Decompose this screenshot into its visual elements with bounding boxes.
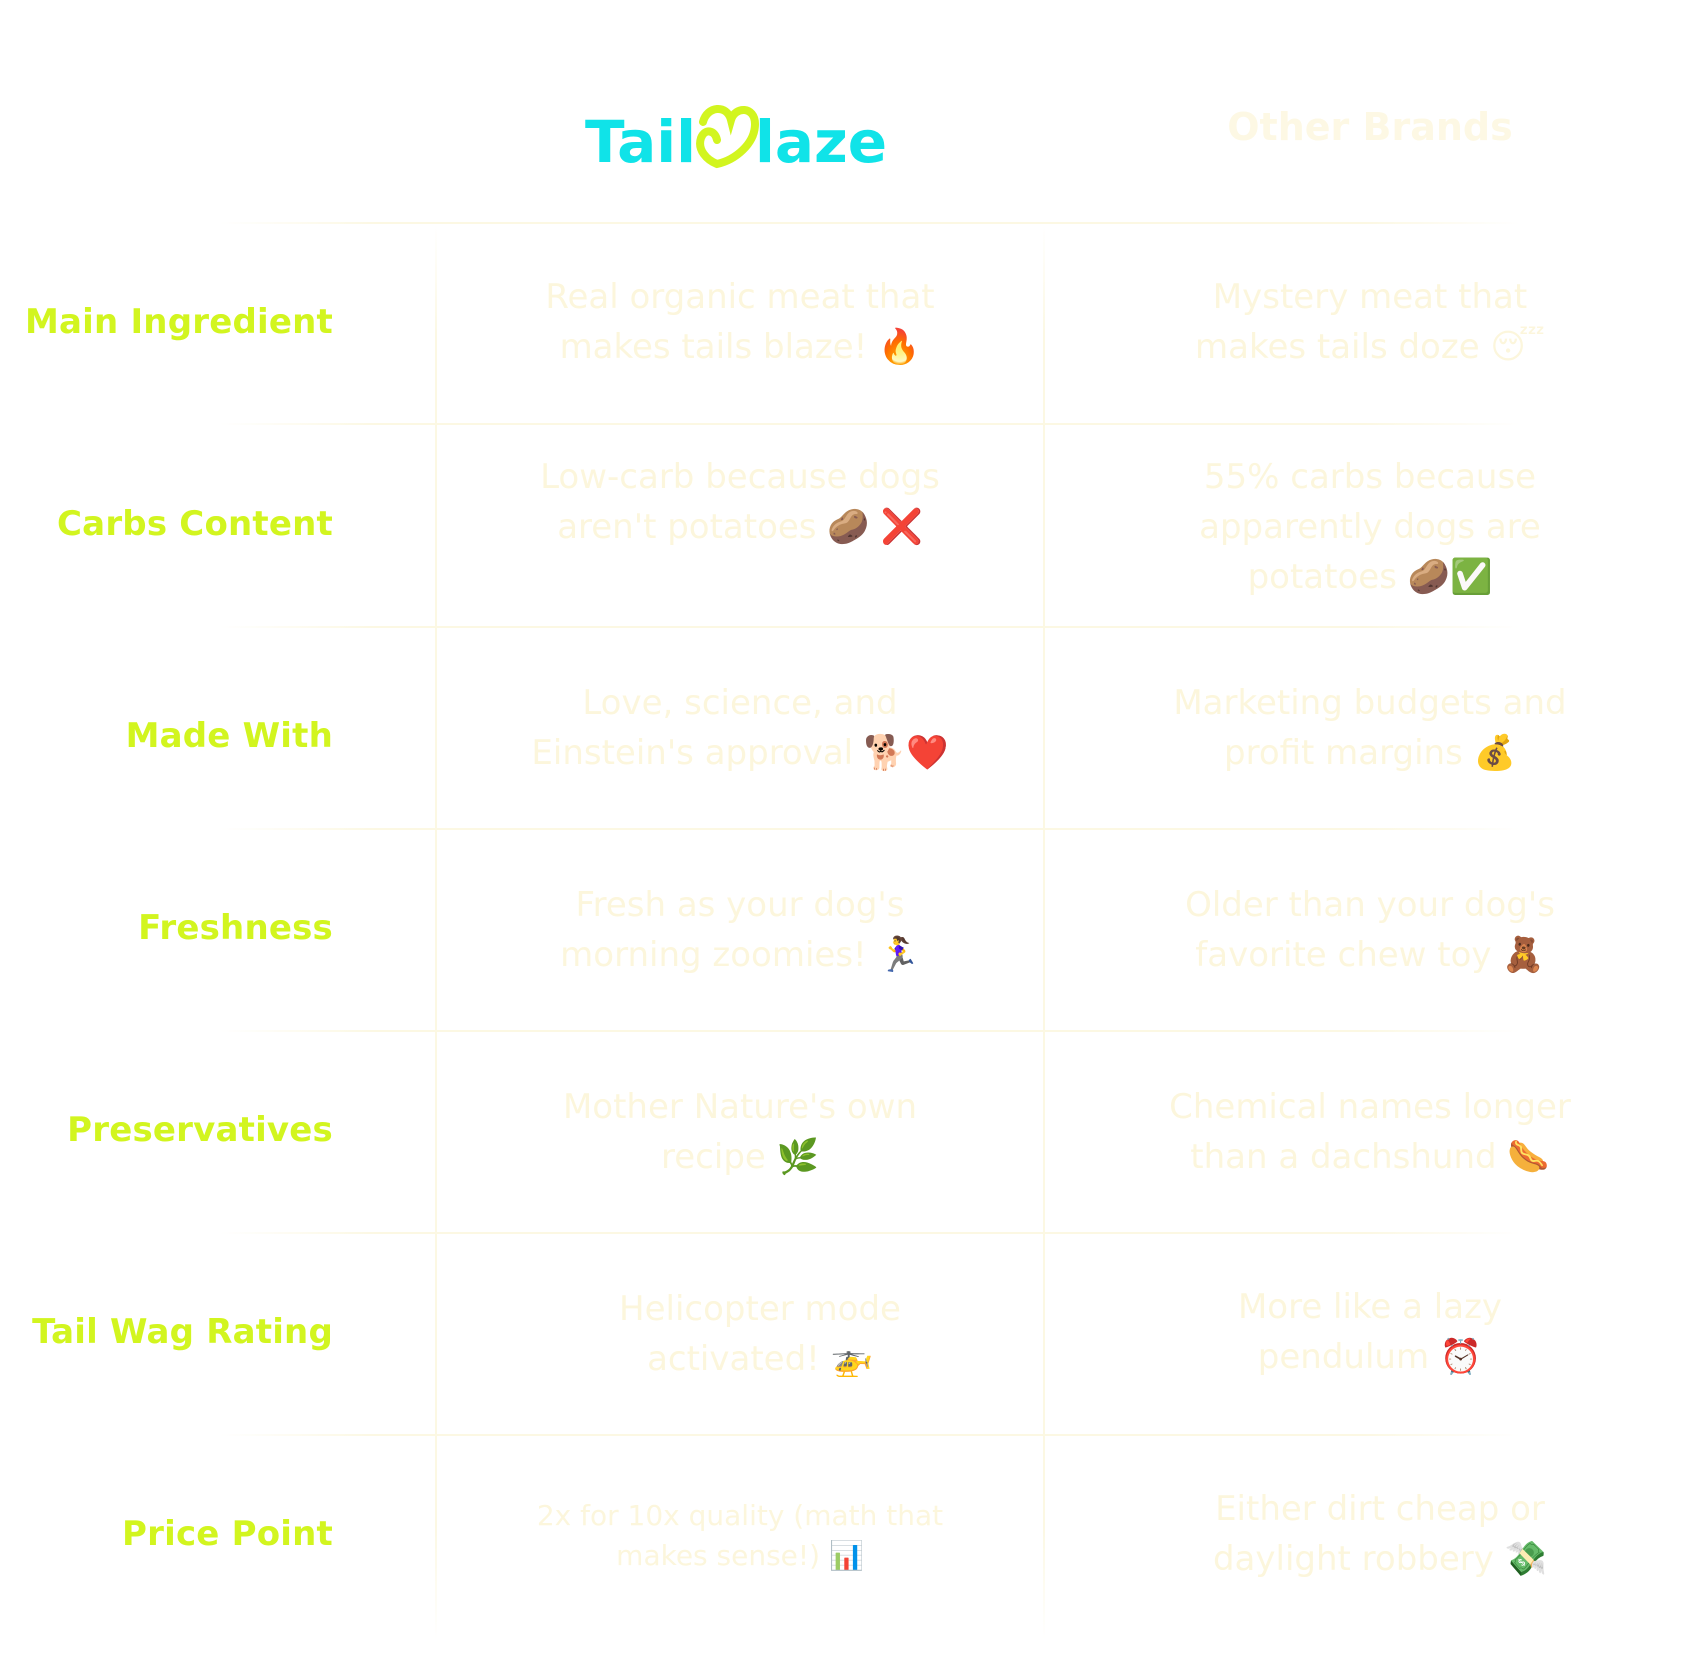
row-divider: [220, 828, 1520, 830]
tailblaze-cell-carbs-content: Low-carb because dogs aren't potatoes 🥔 …: [540, 457, 940, 547]
row-divider: [220, 1434, 1520, 1436]
row-divider: [220, 1232, 1520, 1234]
tailblaze-cell-freshness: Fresh as your dog's morning zoomies! 🏃‍♀…: [560, 885, 920, 975]
tailblaze-cell-tail-wag-rating: Helicopter mode activated! 🚁: [619, 1289, 901, 1379]
tailblaze-logo: Tail laze: [585, 105, 885, 170]
row-label-price-point: Price Point: [122, 1514, 333, 1554]
row-label-freshness: Freshness: [138, 908, 333, 948]
row-label-preservatives: Preservatives: [67, 1110, 333, 1150]
other-cell-made-with: Marketing budgets and profit margins 💰: [1173, 683, 1567, 773]
other-cell-freshness: Older than your dog's favorite chew toy …: [1185, 885, 1555, 975]
row-divider: [220, 626, 1520, 628]
other-cell-tail-wag-rating: More like a lazy pendulum ⏰: [1237, 1287, 1503, 1377]
tailblaze-cell-made-with: Love, science, and Einstein's approval 🐕…: [531, 683, 949, 773]
row-label-carbs-content: Carbs Content: [57, 504, 333, 544]
svg-text:Tail: Tail: [585, 108, 696, 170]
other-cell-carbs-content: 55% carbs because apparently dogs are po…: [1199, 457, 1541, 597]
row-label-main-ingredient: Main Ingredient: [24, 302, 333, 342]
other-cell-main-ingredient: Mystery meat that makes tails doze 😴: [1195, 277, 1545, 367]
tailblaze-cell-main-ingredient: Real organic meat that makes tails blaze…: [545, 277, 935, 367]
row-label-tail-wag-rating: Tail Wag Rating: [32, 1312, 333, 1352]
tailblaze-cell-preservatives: Mother Nature's own recipe 🌿: [562, 1087, 918, 1177]
other-cell-preservatives: Chemical names longer than a dachshund 🌭: [1169, 1087, 1571, 1177]
other-brands-heading: Other Brands: [1227, 105, 1513, 149]
row-divider: [220, 222, 1520, 224]
row-divider: [220, 423, 1520, 425]
other-cell-price-point: Either dirt cheap or daylight robbery 💸: [1212, 1489, 1548, 1579]
column-divider: [435, 225, 437, 1640]
row-label-made-with: Made With: [125, 716, 333, 756]
column-divider: [1043, 225, 1045, 1640]
svg-text:laze: laze: [755, 108, 885, 170]
row-divider: [220, 1030, 1520, 1032]
tailblaze-cell-price-point: 2x for 10x quality (math that makes sens…: [536, 1499, 944, 1572]
